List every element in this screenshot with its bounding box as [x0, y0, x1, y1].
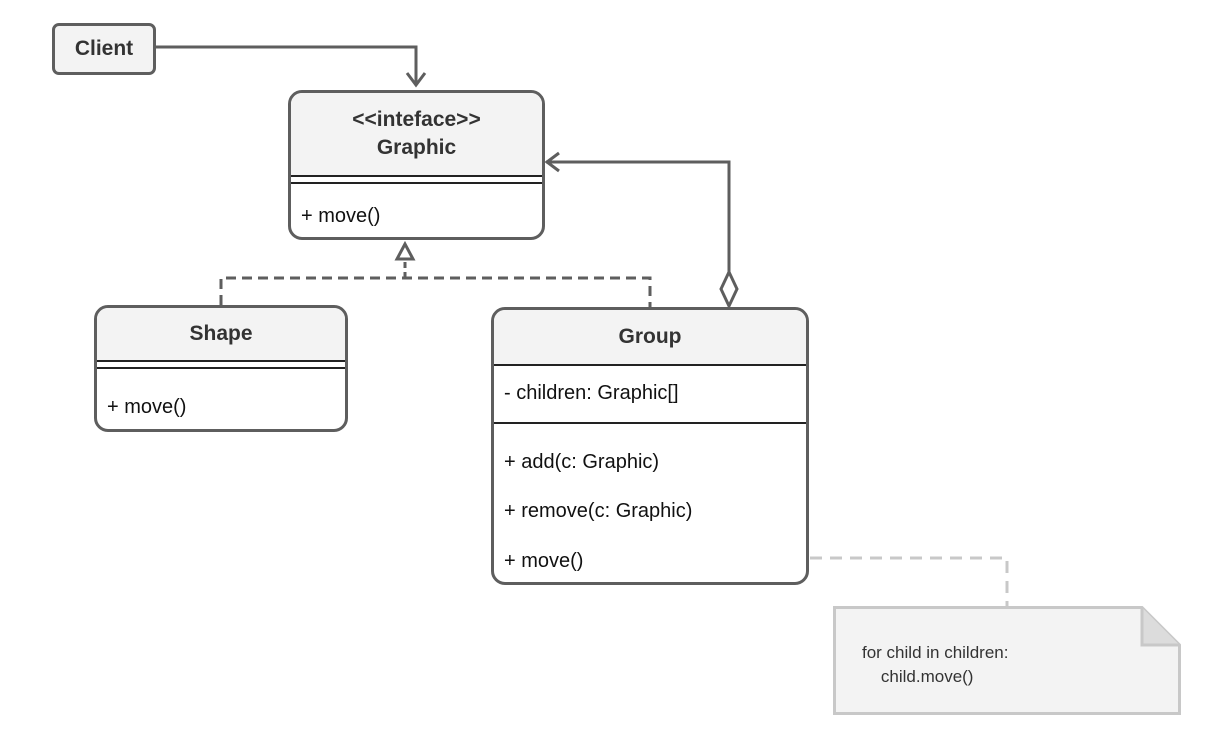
group-divider-middle	[494, 422, 806, 424]
graphic-name: Graphic	[376, 136, 457, 159]
group-field: - children: Graphic[]	[504, 382, 679, 404]
note-shape	[833, 606, 1181, 715]
group-name: Group	[494, 310, 806, 364]
note-line-2: child.move()	[862, 667, 974, 686]
graphic-divider	[291, 175, 542, 184]
shape-method: + move()	[107, 396, 187, 418]
graphic-method: + move()	[301, 205, 381, 227]
graphic-header: <<inteface>> Graphic	[291, 93, 542, 175]
client-association-arrowhead	[405, 72, 427, 88]
client-association-line	[156, 45, 418, 84]
shape-class[interactable]: Shape + move()	[94, 305, 348, 432]
client-label: Client	[74, 37, 134, 60]
graphic-interface[interactable]: <<inteface>> Graphic + move()	[288, 90, 545, 240]
group-class[interactable]: Group - children: Graphic[] + add(c: Gra…	[491, 307, 809, 585]
note-connector	[810, 556, 1009, 606]
group-method-remove: + remove(c: Graphic)	[504, 500, 693, 522]
note-text: for child in children: child.move()	[862, 641, 1008, 689]
shape-name: Shape	[97, 308, 345, 360]
group-divider-top	[494, 364, 806, 366]
client-class[interactable]: Client	[52, 23, 156, 75]
realization-arrowhead	[394, 240, 416, 261]
aggregation-line	[546, 160, 731, 272]
graphic-stereotype: <<inteface>>	[352, 108, 481, 131]
group-method-add: + add(c: Graphic)	[504, 451, 660, 473]
group-method-move: + move()	[504, 550, 584, 572]
note-line-1: for child in children:	[862, 643, 1009, 662]
code-note: for child in children: child.move()	[833, 606, 1181, 715]
shape-divider	[97, 360, 345, 369]
aggregation-diamond	[719, 268, 739, 310]
realization-line	[219, 276, 652, 308]
aggregation-arrowhead	[544, 151, 560, 173]
